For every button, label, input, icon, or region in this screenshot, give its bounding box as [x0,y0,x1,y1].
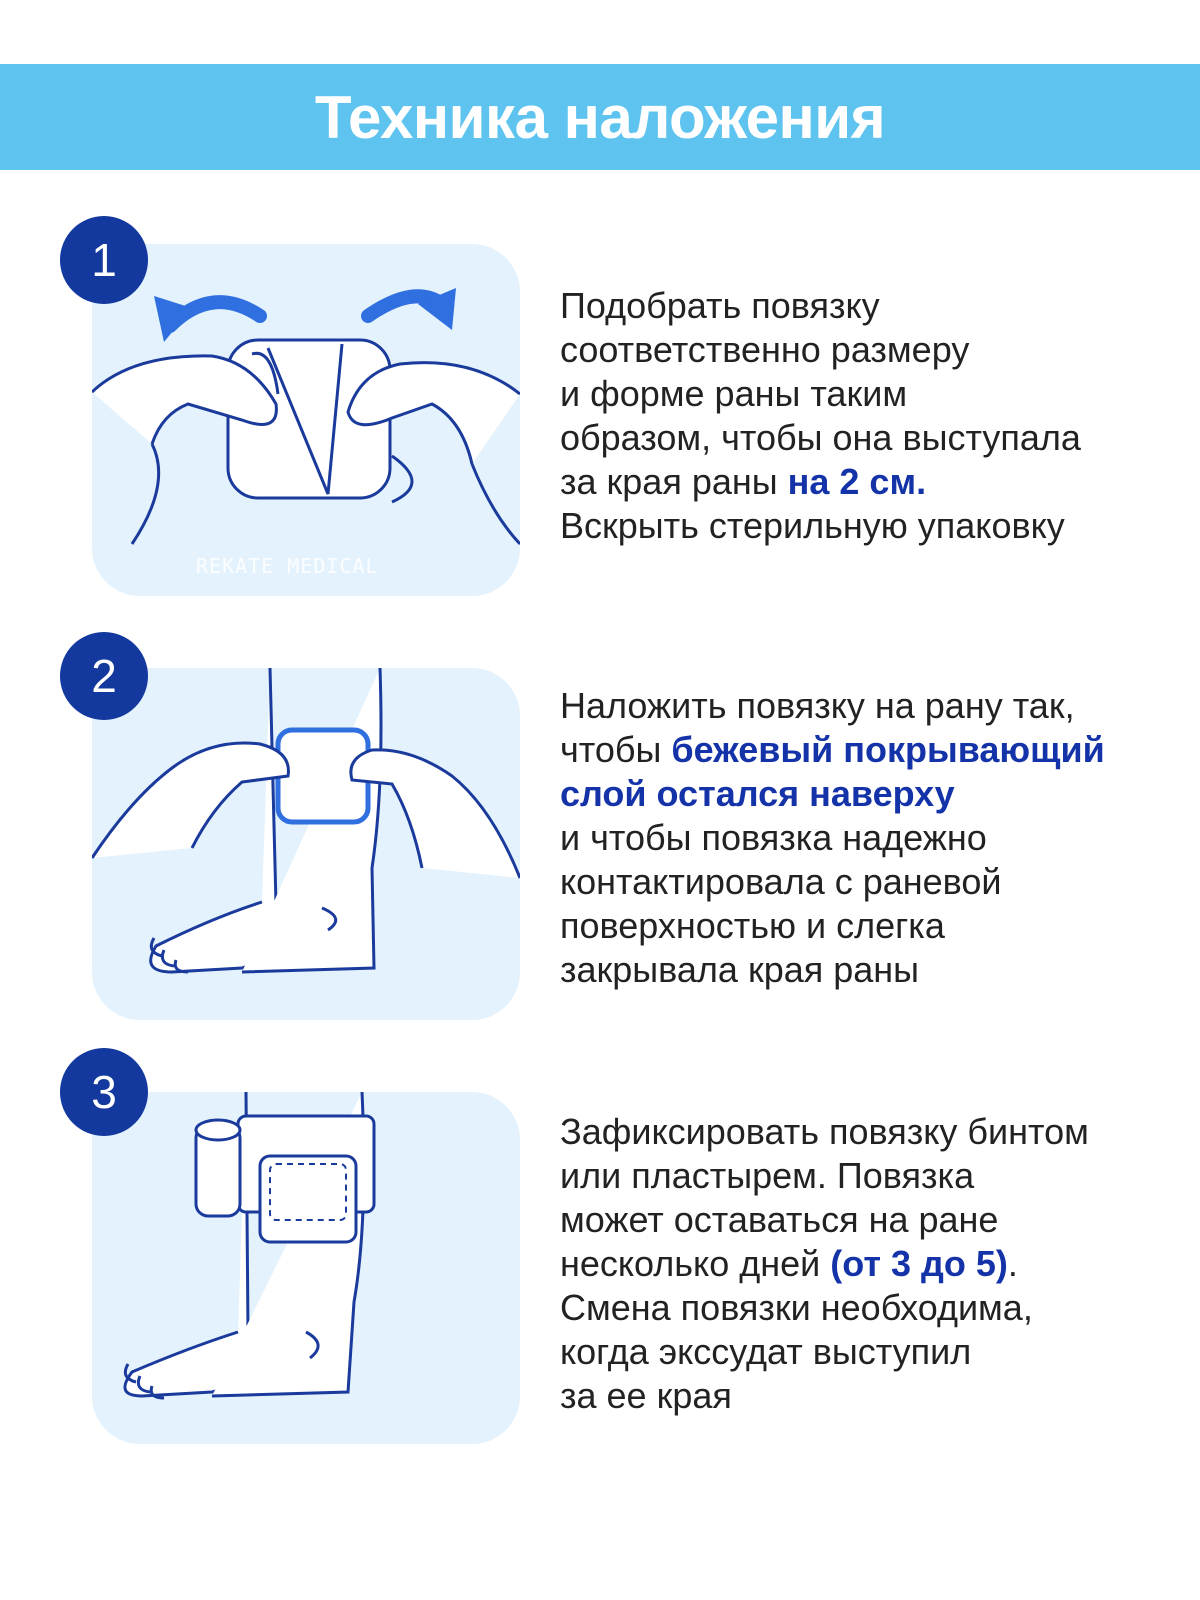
page-header: Техника наложения [0,64,1200,170]
step-1-text-line: Вскрыть стерильную упаковку [560,504,1180,548]
text-segment: и чтобы повязка надежно [560,817,987,858]
step-3-text-line: когда экссудат выступил [560,1330,1180,1374]
step-2-text-line: контактировала с раневой [560,860,1180,904]
step-3-number-badge: 3 [60,1048,148,1136]
step-3-illustration [92,1092,520,1444]
page-title: Техника наложения [314,83,886,151]
step-1-text-line: Подобрать повязку [560,284,1180,328]
highlighted-text: (от 3 до 5) [830,1243,1008,1284]
applying-dressing-leg-illustration [92,668,520,974]
text-segment: и форме раны таким [560,373,908,414]
step-2-illustration [92,668,520,1020]
step-1-illustration: REKATE MEDICAL [92,244,520,596]
step-2-text-line: и чтобы повязка надежно [560,816,1180,860]
step-1-text-line: за края раны на 2 см. [560,460,1180,504]
step-1-number-badge: 1 [60,216,148,304]
bandaged-leg-illustration [123,1092,376,1400]
text-segment: чтобы [560,729,672,770]
highlighted-text: слой остался наверху [560,773,955,814]
text-segment: Наложить повязку на рану так, [560,685,1075,726]
step-3-text-line: может оставаться на ране [560,1198,1180,1242]
step-2-text-line: чтобы бежевый покрывающий [560,728,1180,772]
text-segment: Подобрать повязку [560,285,880,326]
text-segment: Вскрыть стерильную упаковку [560,505,1065,546]
text-segment: Смена повязки необходима, [560,1287,1033,1328]
step-2-text-line: поверхностью и слегка [560,904,1180,948]
step-1-text-line: образом, чтобы она выступала [560,416,1180,460]
step-2-text-line: слой остался наверху [560,772,1180,816]
text-segment: когда экссудат выступил [560,1331,972,1372]
step-2-description: Наложить повязку на рану так,чтобы бежев… [560,684,1180,992]
step-3-text-line: или пластырем. Повязка [560,1154,1180,1198]
text-segment: несколько дней [560,1243,831,1284]
text-segment: соответственно размеру [560,329,970,370]
step-3-text-line: за ее края [560,1374,1180,1418]
step-3-text-line: Смена повязки необходима, [560,1286,1180,1330]
hands-opening-dressing-illustration [92,288,520,546]
text-segment: закрывала края раны [560,949,920,990]
text-segment: . [1007,1243,1018,1284]
text-segment: контактировала с раневой [560,861,1002,902]
step-3-text-line: несколько дней (от 3 до 5). [560,1242,1180,1286]
step-2-text-line: Наложить повязку на рану так, [560,684,1180,728]
text-segment: поверхностью и слегка [560,905,945,946]
text-segment: или пластырем. Повязка [560,1155,975,1196]
step-3-text-line: Зафиксировать повязку бинтом [560,1110,1180,1154]
text-segment: может оставаться на ране [560,1199,999,1240]
step-2-text-line: закрывала края раны [560,948,1180,992]
text-segment: за края раны [560,461,788,502]
watermark-logo: REKATE MEDICAL [196,554,379,578]
step-1-text-line: и форме раны таким [560,372,1180,416]
text-segment: Зафиксировать повязку бинтом [560,1111,1089,1152]
step-1-text-line: соответственно размеру [560,328,1180,372]
text-segment: образом, чтобы она выступала [560,417,1081,458]
highlighted-text: бежевый покрывающий [671,729,1105,770]
text-segment: за ее края [560,1375,732,1416]
step-2-number-badge: 2 [60,632,148,720]
highlighted-text: на 2 см. [787,461,927,502]
